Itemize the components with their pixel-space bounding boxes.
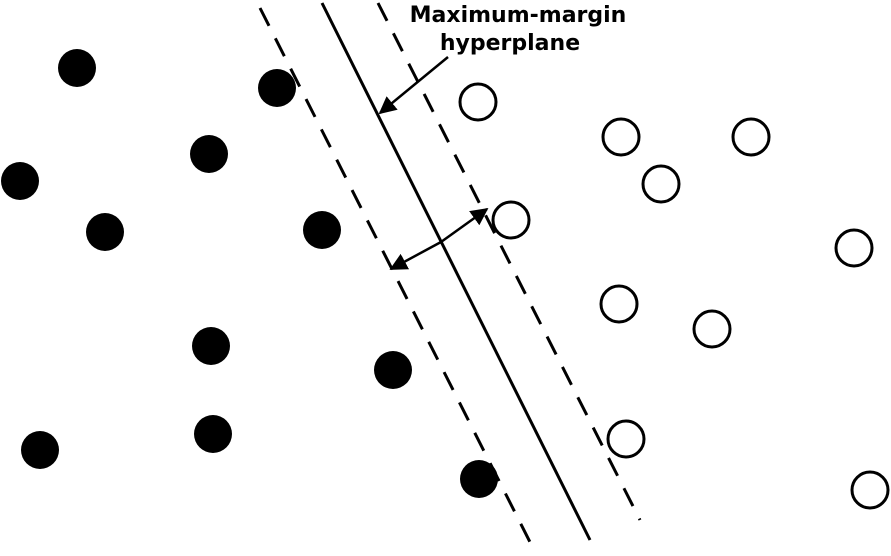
class-a-point — [194, 415, 232, 453]
hyperplane-label-line1: Maximum-margin — [410, 3, 627, 28]
class-a-point — [374, 351, 412, 389]
class-b-point — [599, 284, 639, 324]
class-b-point — [834, 228, 874, 268]
class-a-point — [58, 49, 96, 87]
hyperplane-line — [320, 2, 592, 541]
class-a-point — [192, 327, 230, 365]
label-pointer-arrow — [378, 56, 449, 115]
class-a-point — [1, 162, 39, 200]
class-b-point — [606, 419, 646, 459]
class-b-point — [641, 164, 681, 204]
hyperplane-label-line2: hyperplane — [440, 31, 580, 56]
class-a-point — [86, 213, 124, 251]
class-b-point — [731, 117, 771, 157]
class-b-point — [692, 309, 732, 349]
class-b-point — [601, 117, 641, 157]
right-margin-line — [376, 2, 642, 521]
class-b-point — [458, 82, 498, 122]
class-a-point — [258, 69, 296, 107]
class-a-point — [303, 211, 341, 249]
class-a-point — [21, 431, 59, 469]
class-b-point — [491, 200, 531, 240]
class-a-point — [190, 135, 228, 173]
class-a-points — [1, 49, 498, 498]
class-b-points — [458, 82, 890, 510]
margin-arrow-left — [389, 240, 442, 271]
margin-arrow-right — [440, 207, 489, 244]
class-a-point — [460, 460, 498, 498]
class-b-point — [850, 470, 890, 510]
